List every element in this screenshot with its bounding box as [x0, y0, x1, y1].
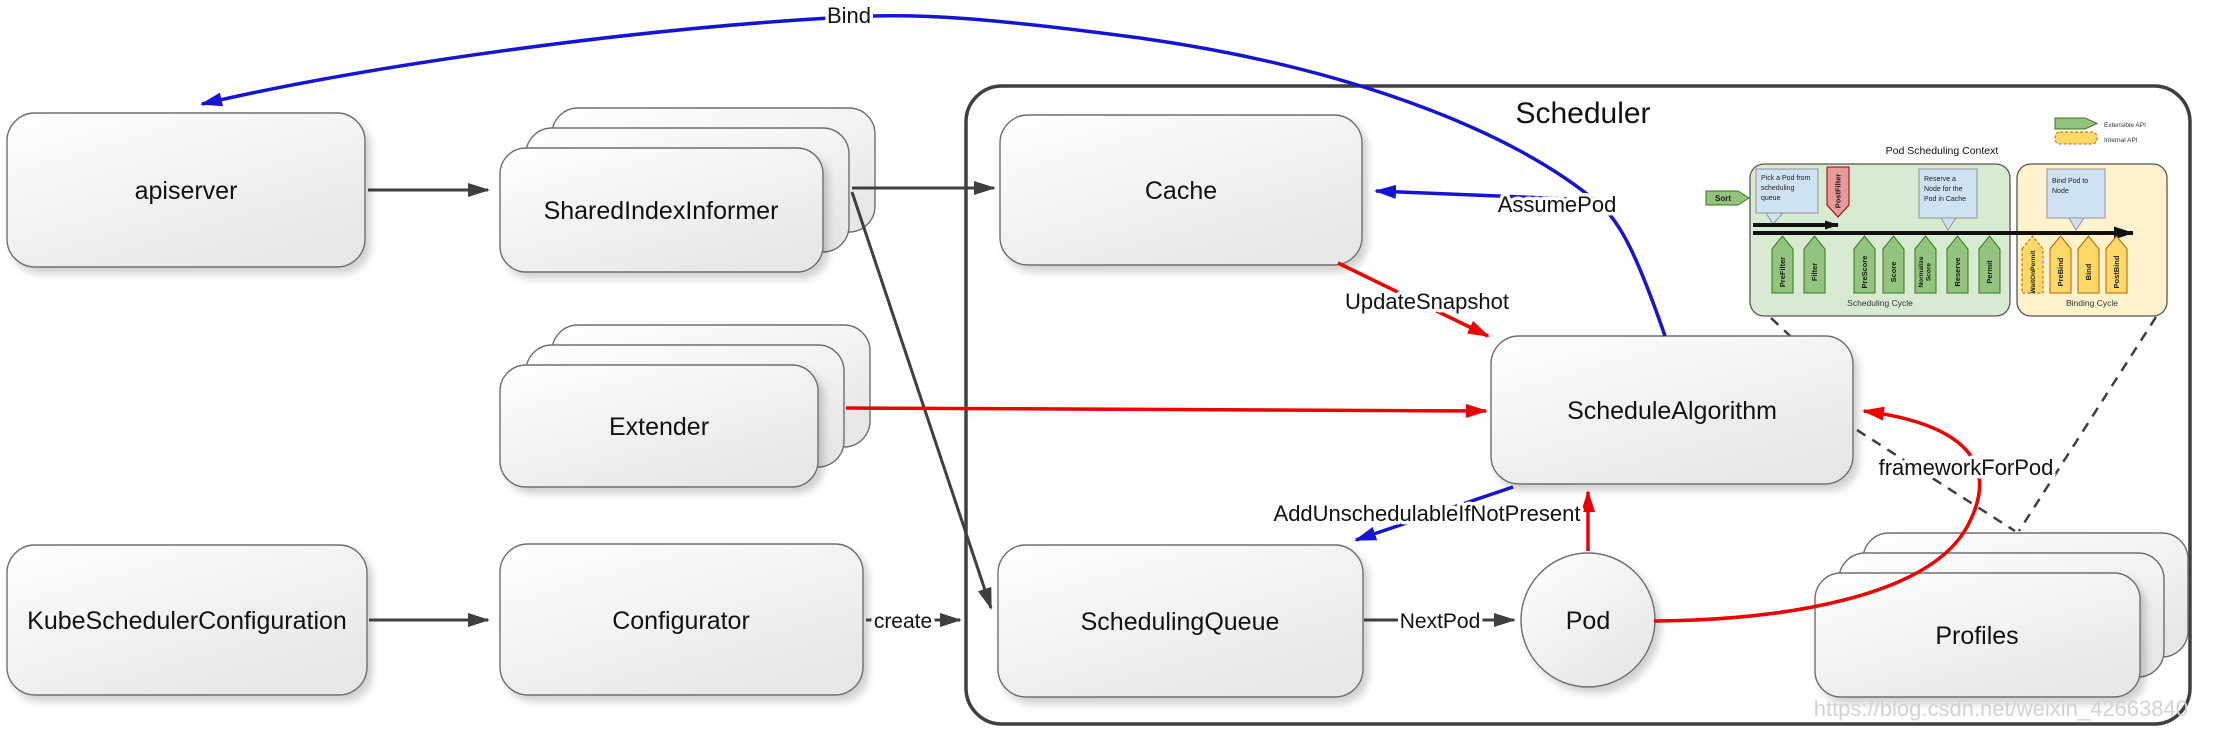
svg-text:Normalize: Normalize: [1918, 256, 1925, 287]
reserve-plugin-arrow: [1946, 235, 1969, 294]
pod-scheduling-context-inset: Pod Scheduling Context Extensible API In…: [1705, 117, 2168, 317]
scheduler-title: Scheduler: [1515, 97, 1650, 130]
dashed-schedulealgorithm-to-profiles: [1856, 428, 2016, 533]
edge-addunschedulable: [1354, 485, 1514, 542]
svg-text:queue: queue: [1761, 195, 1781, 202]
label-assumepod: AssumePod: [1498, 192, 1617, 217]
prescore-plugin-arrow: [1853, 235, 1876, 294]
edge-extender-to-schedulealgorithm: [845, 403, 1488, 418]
svg-text:Cache: Cache: [1145, 177, 1217, 205]
scheduling-cycle-plugins: PreFilter Filter PreScore Score Normaliz…: [1771, 235, 2001, 294]
scheduling-cycle-label: Scheduling Cycle: [1847, 298, 1913, 308]
label-bind: Bind: [827, 3, 871, 28]
svg-text:Bind Pod to: Bind Pod to: [2052, 178, 2088, 185]
svg-text:Score: Score: [1926, 263, 1933, 281]
node-configurator: Configurator: [499, 543, 864, 696]
edge-sharedindexinformer-to-schedulingqueue: [850, 191, 993, 610]
edge-cache-updatesnapshot: [1337, 261, 1490, 338]
waitonpermit-plugin-arrow: [2021, 235, 2044, 294]
svg-text:scheduling: scheduling: [1761, 185, 1795, 192]
label-create: create: [874, 610, 932, 633]
watermark: https://blog.csdn.net/weixin_42663840: [1814, 696, 2188, 721]
svg-text:Reserve: Reserve: [1953, 257, 1962, 286]
svg-text:Extender: Extender: [609, 413, 709, 441]
filter-plugin-arrow: [1803, 235, 1826, 294]
postfilter-label: PostFilter: [1834, 174, 1843, 209]
svg-text:Node for the: Node for the: [1924, 186, 1963, 193]
svg-text:KubeSchedulerConfiguration: KubeSchedulerConfiguration: [27, 607, 347, 635]
note-pick-pod: Pick a Pod from scheduling queue: [1755, 168, 1819, 225]
legend-internal-label: Internal API: [2104, 137, 2138, 144]
edge-assumepod: [1374, 184, 1619, 203]
sort-label: Sort: [1715, 194, 1731, 203]
svg-text:PreScore: PreScore: [1860, 256, 1869, 289]
svg-text:PreBind: PreBind: [2056, 257, 2065, 286]
edge-frameworkforpod-curve: [1653, 406, 1982, 623]
score-plugin-arrow: [1882, 235, 1905, 294]
label-addunschedulable: AddUnschedulableIfNotPresent: [1274, 501, 1581, 526]
svg-text:Permit: Permit: [1985, 260, 1994, 284]
edge-bind-curve: [200, 13, 1667, 337]
svg-text:Reserve a: Reserve a: [1924, 176, 1956, 183]
svg-text:ScheduleAlgorithm: ScheduleAlgorithm: [1567, 397, 1777, 425]
postfilter-plugin-arrow: [1826, 166, 1850, 218]
inset-title: Pod Scheduling Context: [1886, 145, 1999, 157]
svg-text:PreFilter: PreFilter: [1778, 257, 1787, 288]
note-bind-pod: Bind Pod to Node: [2046, 168, 2106, 231]
node-cache: Cache: [999, 114, 1363, 266]
svg-text:SchedulingQueue: SchedulingQueue: [1081, 608, 1280, 636]
node-apiserver: apiserver: [6, 112, 366, 268]
node-sharedindexinformer: SharedIndexInformer: [499, 107, 876, 273]
svg-text:Node: Node: [2052, 188, 2069, 195]
dashed-inset-to-profiles: [2017, 316, 2158, 532]
note-reserve-node: Reserve a Node for the Pod in Cache: [1918, 168, 1978, 231]
svg-text:Filter: Filter: [1810, 263, 1819, 281]
binding-cycle-plugins: WaitOnPermit PreBind Bind PostBind: [2021, 235, 2128, 294]
svg-text:Configurator: Configurator: [612, 607, 750, 635]
bind-plugin-arrow: [2077, 235, 2100, 294]
node-extender: Extender: [499, 324, 871, 488]
extensible-api-arrow-icon: [2054, 117, 2099, 130]
node-schedulealgorithm: ScheduleAlgorithm: [1490, 335, 1854, 485]
label-nextpod: NextPod: [1400, 610, 1481, 633]
svg-text:Pick a Pod from: Pick a Pod from: [1761, 175, 1811, 182]
svg-text:SharedIndexInformer: SharedIndexInformer: [544, 197, 779, 225]
inset-legend: Extensible API Internal API: [2054, 117, 2146, 145]
normalize-score-plugin-arrow: [1914, 235, 1937, 294]
sort-plugin-arrow: [1705, 190, 1750, 206]
node-profiles: Profiles: [1814, 532, 2189, 698]
permit-plugin-arrow: [1978, 235, 2001, 294]
prefilter-plugin-arrow: [1771, 235, 1794, 294]
svg-text:Profiles: Profiles: [1935, 622, 2018, 650]
node-kubeschedulerconfiguration: KubeSchedulerConfiguration: [6, 544, 368, 696]
label-frameworkforpod: frameworkForPod: [1879, 455, 2054, 480]
legend-extensible-label: Extensible API: [2104, 122, 2146, 129]
prebind-plugin-arrow: [2049, 235, 2072, 294]
svg-text:Score: Score: [1889, 262, 1898, 283]
svg-text:Bind: Bind: [2084, 263, 2093, 280]
postbind-plugin-arrow: [2105, 235, 2128, 294]
svg-text:PostBind: PostBind: [2112, 255, 2121, 288]
svg-text:apiserver: apiserver: [135, 177, 238, 205]
internal-api-badge-icon: [2054, 131, 2098, 145]
svg-text:Pod: Pod: [1566, 607, 1610, 635]
node-pod: Pod: [1520, 552, 1656, 688]
svg-text:WaitOnPermit: WaitOnPermit: [2030, 250, 2037, 294]
binding-cycle-label: Binding Cycle: [2066, 298, 2118, 308]
node-schedulingqueue: SchedulingQueue: [997, 544, 1364, 698]
svg-text:Pod in Cache: Pod in Cache: [1924, 196, 1966, 203]
label-updatesnapshot: UpdateSnapshot: [1345, 289, 1509, 314]
